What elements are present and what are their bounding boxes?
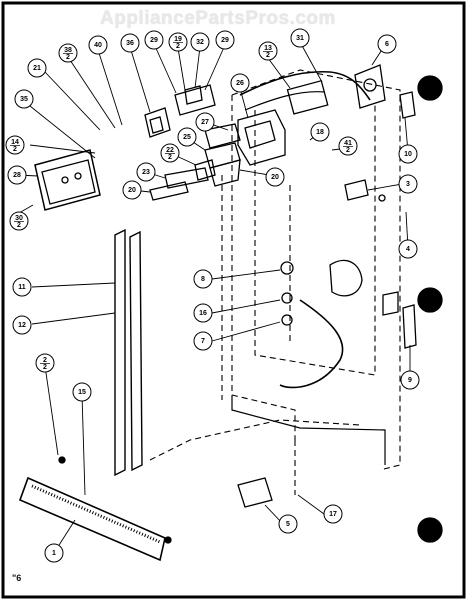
callout-label: 29 [221, 37, 229, 44]
watermark: AppliancePartsPros.com [100, 8, 336, 29]
hinge-pin [402, 304, 417, 349]
callout-label: 8 [201, 276, 205, 283]
bracket-36 [149, 116, 164, 134]
callout-label: 11 [18, 284, 26, 291]
callout-label: 2 [266, 52, 270, 59]
cabinet-base [231, 395, 386, 465]
callout-label: 2 [168, 154, 172, 161]
control-panel [34, 149, 101, 211]
kickplate [18, 476, 166, 562]
damper-housing [244, 120, 276, 149]
callout-label: 2 [66, 54, 70, 61]
thermostat [363, 78, 377, 92]
callout-label: 27 [201, 119, 209, 126]
bracket-36 [144, 107, 171, 138]
control-bracket [209, 159, 241, 187]
callout-label: 25 [183, 134, 191, 141]
callout-label: 18 [316, 129, 324, 136]
duct-top [244, 91, 326, 111]
screw [164, 536, 172, 544]
fraction-bars [10, 42, 353, 364]
thermostat [354, 64, 386, 109]
callout-label: 17 [329, 511, 337, 518]
callout-label: 31 [296, 35, 304, 42]
latch [382, 291, 399, 316]
callout-label: 10 [404, 151, 412, 158]
light-shield [164, 167, 209, 189]
callout-label: 20 [271, 174, 279, 181]
callout-label: 20 [128, 187, 136, 194]
mullion-strip [114, 228, 126, 477]
foam-block [237, 477, 273, 508]
callout-label: 15 [78, 389, 86, 396]
callout-label: 3 [406, 181, 410, 188]
leader-lines [16, 41, 411, 554]
callout-label: 23 [142, 169, 150, 176]
bracket [286, 79, 329, 115]
registration-dot [417, 517, 443, 543]
registration-dot [417, 75, 443, 101]
callout-label: 2 [43, 357, 47, 364]
callout-label: 35 [20, 96, 28, 103]
callout-label: 22 [166, 147, 174, 154]
control-panel [41, 159, 96, 205]
hinge [399, 91, 416, 119]
callout-circles [5, 28, 420, 563]
callout-label: 30 [15, 215, 23, 222]
callout-labels: 21 38 2 40 36 29 19 2 32 29 13 2 31 6 35… [11, 35, 412, 557]
drain-tube [279, 299, 344, 389]
callout-label: 14 [11, 139, 19, 146]
registration-dot [417, 287, 443, 313]
callout-label: 28 [13, 172, 21, 179]
callout-label: 4 [406, 246, 410, 253]
light-shield [149, 181, 189, 201]
callout-label: 12 [18, 322, 26, 329]
callout-label: 13 [264, 45, 272, 52]
callout-label: 1 [52, 550, 56, 557]
callout-label: 6 [385, 41, 389, 48]
knob [61, 176, 69, 184]
callout-label: 9 [408, 377, 412, 384]
clip [194, 159, 216, 181]
callout-label: 26 [236, 80, 244, 87]
callout-label: 2 [43, 364, 47, 371]
mullion-strip [129, 230, 143, 472]
callout-label: 7 [201, 338, 205, 345]
screw [58, 456, 66, 464]
bulb [378, 194, 386, 202]
callout-label: 16 [199, 310, 207, 317]
grommet [280, 261, 294, 275]
duct-top [239, 70, 371, 101]
callout-label: 2 [17, 222, 21, 229]
damper-housing [237, 109, 286, 166]
callout-label: 32 [196, 39, 204, 46]
callout-label: 41 [344, 140, 352, 147]
washer [281, 292, 293, 304]
callout-label: 40 [94, 42, 102, 49]
bracket-29 [174, 84, 216, 116]
control-bracket [204, 123, 241, 149]
callout-label: 2 [13, 146, 17, 153]
callout-label: 2 [346, 147, 350, 154]
callout-label: 21 [33, 65, 41, 72]
callout-label: 5 [286, 521, 290, 528]
bracket-29 [184, 85, 203, 105]
callout-label: 38 [64, 47, 72, 54]
callout-label: 36 [126, 40, 134, 47]
nut [281, 314, 293, 326]
knob [74, 172, 82, 180]
cabinet-outline [149, 69, 401, 495]
kickplate-grille [31, 484, 161, 544]
callout-label: 29 [150, 37, 158, 44]
callout-label: 2 [176, 43, 180, 50]
callout-label: 19 [174, 36, 182, 43]
figure-code: "6 [12, 573, 22, 583]
drain-cup [329, 259, 363, 297]
lamp-socket [344, 179, 369, 201]
